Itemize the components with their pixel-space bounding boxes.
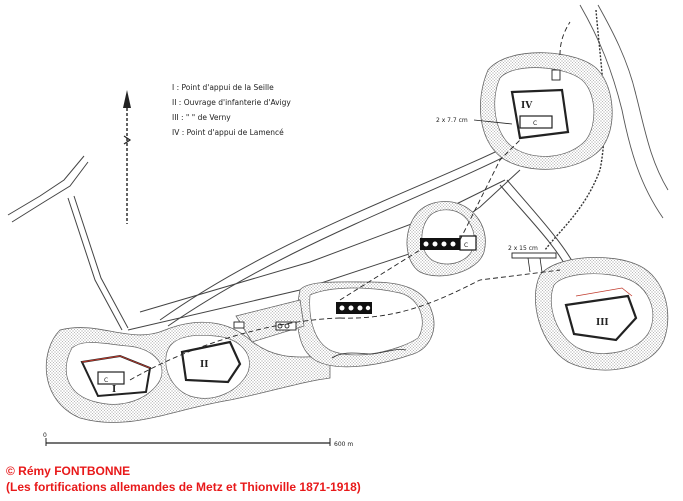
north-arrow — [123, 90, 132, 224]
legend-item-2: II : Ouvrage d'infanterie d'Avigy — [172, 98, 291, 107]
fort-III: III — [564, 287, 638, 342]
fort-II: II — [180, 340, 242, 384]
legend-item-1: I : Point d'appui de la Seille — [172, 83, 274, 92]
battery-central — [336, 302, 372, 314]
battery-2x15: 2 x 15 cm — [508, 245, 557, 273]
label-fort-IV: IV — [521, 101, 533, 111]
label-fort-I: I — [112, 385, 116, 395]
fort-IV: C IV — [510, 88, 570, 140]
label-c-IV: C — [533, 120, 537, 127]
label-2x7: 2 x 7.7 cm — [436, 117, 468, 124]
small-works — [233, 69, 561, 331]
label-c-battery: C — [464, 242, 468, 249]
label-c-I: C — [104, 377, 108, 384]
railway — [544, 9, 606, 251]
battery-C: C — [420, 235, 477, 251]
trench-line — [331, 349, 407, 359]
legend-item-4: IV : Point d'appui de Lamencé — [172, 128, 284, 137]
label-fort-II: II — [200, 360, 208, 370]
credit-source: (Les fortifications allemandes de Metz e… — [6, 480, 361, 494]
fort-I: C I — [80, 354, 152, 398]
legend: I : Point d'appui de la Seille II : Ouvr… — [172, 83, 291, 137]
scale-end: 600 m — [334, 441, 353, 448]
scale-start: 0 — [43, 432, 47, 439]
legend-item-3: III : " " de Verny — [172, 113, 231, 122]
scale-bar: 0 600 m — [43, 432, 353, 448]
label-fort-III: III — [596, 318, 609, 328]
river — [579, 4, 669, 219]
copyright-credit: © Rémy FONTBONNE (Les fortifications all… — [6, 463, 361, 495]
credit-author: © Rémy FONTBONNE — [6, 464, 131, 478]
communication-lines — [129, 21, 571, 381]
battery-2x7: 2 x 7.7 cm — [436, 117, 513, 125]
label-2x15: 2 x 15 cm — [508, 245, 538, 252]
